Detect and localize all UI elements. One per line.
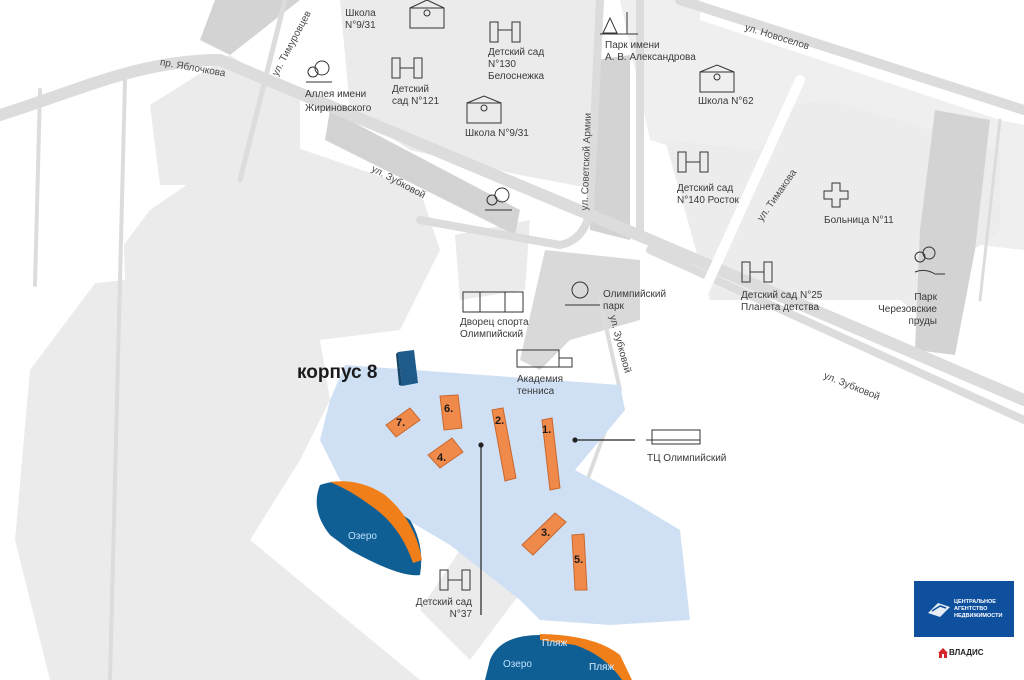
poi-label-olympic-park: Олимпийский парк — [603, 289, 667, 312]
poi-label-tennis-academy: Академия тенниса — [517, 374, 564, 397]
buildings[interactable] — [385, 394, 588, 591]
poi-label-kindergarten-25: Детский сад N°25 Планета детства — [741, 290, 823, 313]
building-number-3: 3. — [541, 527, 551, 539]
agency-name-line3: НЕДВИЖИМОСТИ — [954, 613, 1003, 619]
lake-label-south: Озеро — [503, 659, 532, 670]
poi-label-school-62: Школа N°62 — [698, 96, 754, 107]
poi-label-school-931: Школа N°9/31 — [465, 128, 529, 139]
poi-label-kindergarten-140: Детский сад N°140 Росток — [677, 183, 739, 206]
poi-label-kindergarten-37: Детский сад N°37 — [415, 597, 472, 620]
building-number-7: 7. — [396, 417, 406, 429]
lake-west[interactable] — [316, 481, 422, 576]
poi-label-mall-olympic: ТЦ Олимпийский — [647, 453, 727, 464]
building-number-1: 1. — [542, 424, 552, 436]
park-icon — [600, 12, 638, 35]
building-number-6: 6. — [444, 403, 454, 415]
tree-icon — [306, 60, 332, 83]
hospital-icon — [823, 182, 849, 208]
school-icon — [699, 64, 735, 93]
poi-label-park-cherezovskie: Парк Черезовские пруды — [878, 292, 937, 327]
agency-logo-icon — [928, 603, 950, 617]
park-strips — [200, 0, 990, 355]
poi-label-alley-zhirinovskogo: Аллея имени Жириновского — [305, 89, 372, 114]
olympic-park-icon — [565, 281, 600, 306]
korpus-8-label: корпус 8 — [297, 362, 378, 383]
poi-label-sport-palace: Дворец спорта Олимпийский — [460, 317, 529, 340]
kindergarten-icon — [677, 151, 709, 173]
lake-south[interactable] — [485, 634, 632, 680]
mall-icon — [646, 429, 701, 445]
tennis-academy-icon — [516, 349, 573, 368]
project-area[interactable] — [320, 365, 690, 625]
poi-icons — [306, 0, 945, 591]
pond-park-icon — [914, 246, 945, 275]
agency-name-line2: АГЕНТСТВО — [954, 606, 988, 612]
building-number-2: 2. — [495, 415, 505, 427]
poi-label-kindergarten-121: Детский сад N°121 — [392, 84, 440, 107]
agency-logo: ЦЕНТРАЛЬНОЕ АГЕНТСТВО НЕДВИЖИМОСТИ — [914, 581, 1014, 637]
kindergarten-icon — [741, 261, 773, 283]
agency-name-line1: ЦЕНТРАЛЬНОЕ — [954, 599, 996, 605]
kindergarten-icon — [439, 569, 471, 591]
kindergarten-icon — [489, 21, 521, 43]
poi-label-school-931-top: Школа N°9/31 — [345, 8, 376, 31]
beach-label-1: Пляж — [542, 638, 568, 649]
agency-name: ЦЕНТРАЛЬНОЕ АГЕНТСТВО НЕДВИЖИМОСТИ — [954, 599, 1002, 620]
kindergarten-icon — [391, 57, 423, 79]
poi-label-hospital-11: Больница N°11 — [824, 215, 894, 226]
beach-label-2: Пляж — [589, 662, 615, 673]
callout-lines — [478, 437, 635, 615]
sport-palace-icon — [462, 291, 524, 313]
house-icon — [938, 648, 948, 658]
vladis-brand: ВЛАДИС — [949, 648, 984, 657]
lake-label-west: Озеро — [348, 531, 377, 542]
tree-icon — [485, 187, 512, 211]
building-number-5: 5. — [574, 554, 584, 566]
building-korpus-8[interactable] — [396, 350, 418, 386]
building-number-4: 4. — [437, 452, 447, 464]
school-icon — [409, 0, 445, 29]
vladis-logo: ВЛАДИС — [914, 638, 1014, 668]
poi-label-park-aleksandrova: Парк имени А. В. Александрова — [605, 40, 696, 63]
poi-label-kindergarten-130: Детский сад N°130 Белоснежка — [488, 47, 545, 82]
school-icon — [466, 95, 502, 124]
